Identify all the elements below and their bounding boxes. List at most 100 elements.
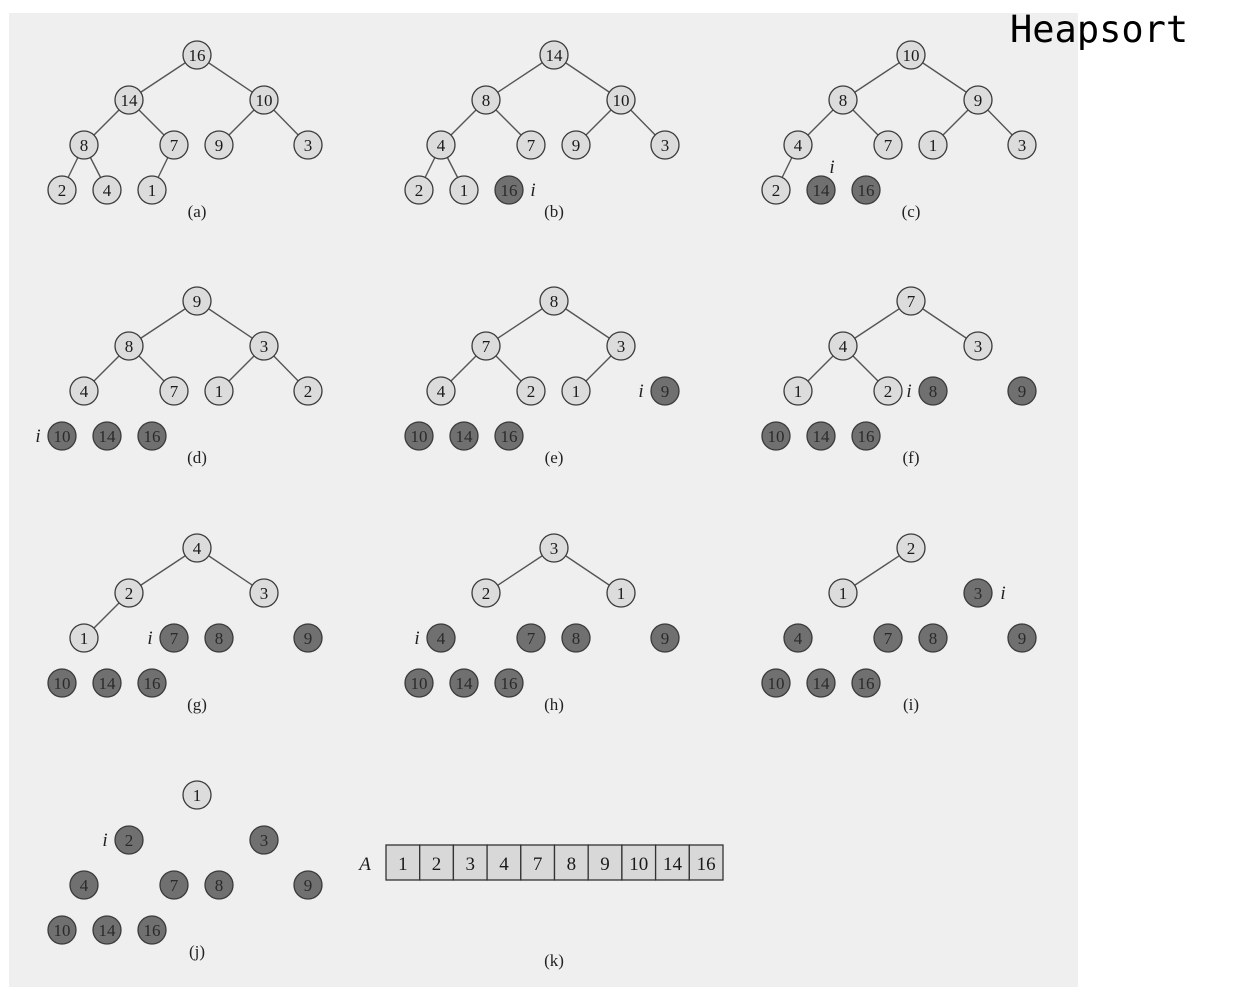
sorted-node [92, 668, 122, 698]
heap-node [69, 130, 99, 160]
pointer-i-label: i [638, 381, 643, 402]
heap-node [449, 175, 479, 205]
node-label: 14 [99, 427, 117, 446]
sorted-node [761, 421, 791, 451]
node-label: 7 [170, 136, 179, 155]
array-cell-value: 10 [629, 854, 648, 875]
panel-caption: (c) [902, 202, 921, 221]
sorted-node [851, 175, 881, 205]
heap-node [249, 331, 279, 361]
sorted-node [426, 623, 456, 653]
sorted-node [851, 421, 881, 451]
node-label: 10 [903, 46, 920, 65]
node-label: 9 [304, 876, 313, 895]
heap-node [606, 578, 636, 608]
heap-node [182, 533, 212, 563]
node-label: 9 [572, 136, 581, 155]
sorted-node [404, 668, 434, 698]
heap-node [896, 533, 926, 563]
node-label: 9 [661, 382, 670, 401]
figure-panel [9, 13, 1078, 987]
node-label: 1 [839, 584, 848, 603]
node-label: 4 [794, 136, 803, 155]
sorted-node [47, 668, 77, 698]
node-label: 7 [170, 876, 179, 895]
node-label: 2 [772, 181, 781, 200]
node-label: 7 [884, 629, 893, 648]
heap-node [828, 331, 858, 361]
sorted-node [918, 623, 948, 653]
node-label: 1 [460, 181, 469, 200]
node-label: 3 [974, 584, 983, 603]
node-label: 2 [125, 584, 134, 603]
heap-node [783, 376, 813, 406]
node-label: 3 [260, 337, 269, 356]
array-cell-value: 4 [499, 854, 509, 875]
panel-caption: (f) [903, 448, 920, 467]
heap-node [159, 130, 189, 160]
pointer-i-label: i [1000, 583, 1005, 604]
node-label: 8 [215, 629, 224, 648]
node-label: 4 [437, 136, 446, 155]
node-label: 3 [260, 831, 269, 850]
node-label: 7 [527, 629, 536, 648]
heap-node [561, 376, 591, 406]
node-label: 10 [411, 674, 428, 693]
node-label: 9 [215, 136, 224, 155]
node-label: 2 [125, 831, 134, 850]
sorted-node [204, 870, 234, 900]
node-label: 2 [415, 181, 424, 200]
sorted-node [293, 870, 323, 900]
panel-caption: (i) [903, 695, 919, 714]
array-name-label: A [357, 854, 371, 875]
heap-node [516, 376, 546, 406]
sorted-node [783, 623, 813, 653]
heap-node [873, 376, 903, 406]
sorted-node [494, 421, 524, 451]
panel-caption: (j) [189, 942, 205, 961]
heap-node [92, 175, 122, 205]
node-label: 3 [661, 136, 670, 155]
panel-caption: (b) [544, 202, 564, 221]
sorted-node [159, 623, 189, 653]
node-label: 8 [80, 136, 89, 155]
node-label: 4 [437, 629, 446, 648]
heap-node [114, 85, 144, 115]
pointer-i-label: i [414, 628, 419, 649]
node-label: 1 [929, 136, 938, 155]
sorted-node [137, 915, 167, 945]
sorted-node [137, 668, 167, 698]
node-label: 16 [144, 674, 161, 693]
heap-node [828, 578, 858, 608]
node-label: 16 [144, 427, 161, 446]
heap-node [69, 623, 99, 653]
node-label: 8 [215, 876, 224, 895]
sorted-node [650, 376, 680, 406]
heap-node [963, 85, 993, 115]
sorted-node [650, 623, 680, 653]
node-label: 10 [768, 427, 785, 446]
node-label: 9 [304, 629, 313, 648]
heap-node [114, 578, 144, 608]
sorted-node [92, 421, 122, 451]
heap-node [426, 376, 456, 406]
sorted-node [1007, 623, 1037, 653]
node-label: 9 [1018, 382, 1027, 401]
node-label: 2 [907, 539, 916, 558]
node-label: 1 [148, 181, 157, 200]
node-label: 14 [813, 427, 831, 446]
panel-caption: (e) [545, 448, 564, 467]
pointer-i-label: i [102, 830, 107, 851]
sorted-node [47, 915, 77, 945]
sorted-node [92, 915, 122, 945]
heap-node [249, 578, 279, 608]
node-label: 1 [193, 786, 202, 805]
